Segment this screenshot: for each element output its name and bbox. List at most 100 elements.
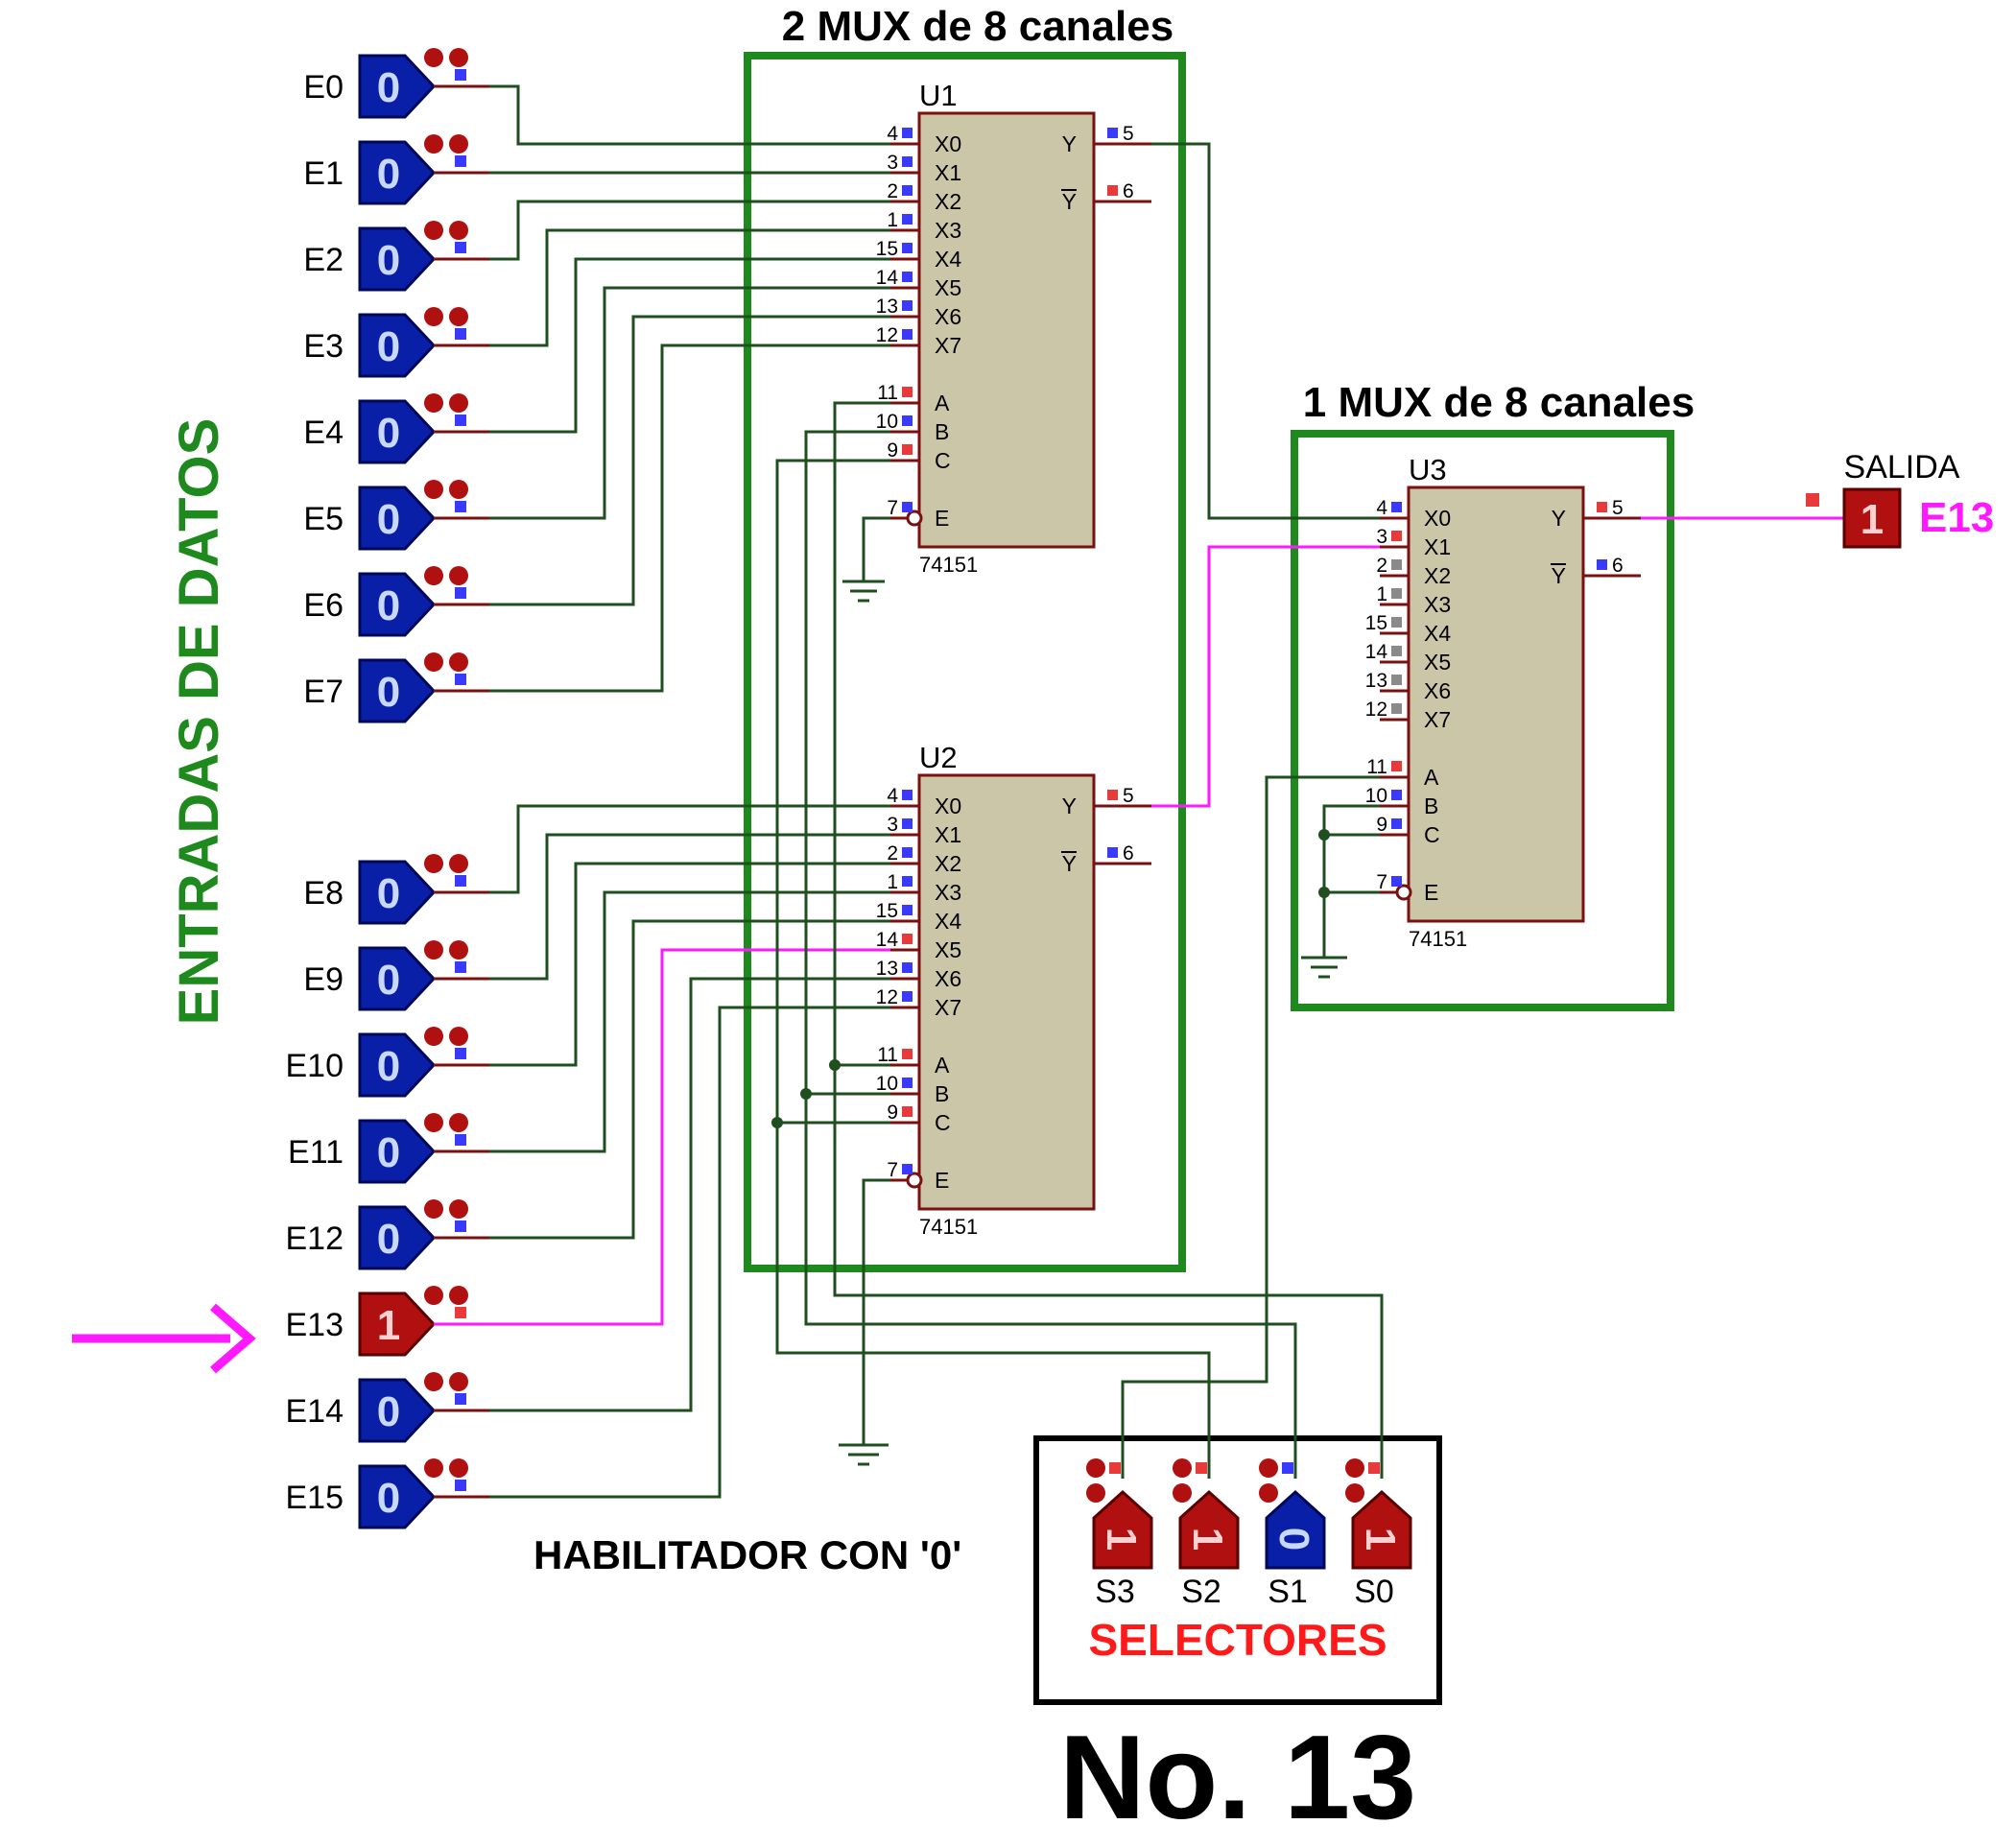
toggle-icon[interactable] xyxy=(424,940,443,960)
selector-label: S0 xyxy=(1354,1574,1394,1610)
logic-state-button[interactable] xyxy=(358,1291,437,1357)
toggle-icon[interactable] xyxy=(424,652,443,672)
toggle-icon[interactable] xyxy=(424,1113,443,1132)
logic-state-button[interactable] xyxy=(358,1378,437,1443)
logic-state-button[interactable] xyxy=(358,399,437,464)
logic-state-button[interactable] xyxy=(358,226,437,292)
toggle-icon[interactable] xyxy=(449,134,468,154)
pin-label: Y xyxy=(1552,506,1566,531)
toggle-icon[interactable] xyxy=(424,854,443,873)
toggle-icon[interactable] xyxy=(424,307,443,326)
toggle-icon[interactable] xyxy=(449,566,468,585)
logic-state-button[interactable] xyxy=(358,658,437,723)
mux-pair-title: 2 MUX de 8 canales xyxy=(782,3,1173,50)
pin-label: Y xyxy=(1062,794,1077,818)
toggle-icon[interactable] xyxy=(449,854,468,873)
ground-symbol-icon xyxy=(842,572,885,603)
toggle-icon[interactable] xyxy=(449,1027,468,1046)
toggle-icon[interactable] xyxy=(424,566,443,585)
logic-state-button[interactable] xyxy=(358,1464,437,1529)
pin-label: A xyxy=(935,1053,950,1078)
toggle-icon[interactable] xyxy=(449,221,468,240)
input-label: E6 xyxy=(303,587,344,624)
toggle-icon[interactable] xyxy=(449,1458,468,1478)
selectors-title: SELECTORES xyxy=(1089,1615,1387,1665)
toggle-icon[interactable] xyxy=(449,480,468,499)
toggle-icon[interactable] xyxy=(1259,1483,1278,1503)
logic-state-button[interactable] xyxy=(358,572,437,637)
toggle-icon[interactable] xyxy=(424,1458,443,1478)
toggle-icon[interactable] xyxy=(1345,1483,1364,1503)
logic-state-button[interactable] xyxy=(1092,1489,1153,1570)
toggle-icon[interactable] xyxy=(424,134,443,154)
wire-e15 xyxy=(437,1006,919,1499)
pin-label: E xyxy=(935,506,949,531)
pin-number: 5 xyxy=(1123,123,1134,145)
wire-e6 xyxy=(437,315,919,606)
toggle-icon[interactable] xyxy=(449,393,468,413)
toggle-icon[interactable] xyxy=(1086,1458,1105,1478)
toggle-icon[interactable] xyxy=(1173,1458,1192,1478)
toggle-icon[interactable] xyxy=(449,1286,468,1305)
logic-state-button[interactable] xyxy=(358,860,437,925)
logic-state-button[interactable] xyxy=(358,140,437,205)
logic-state-button[interactable] xyxy=(358,1032,437,1098)
logic-state-value: 0 xyxy=(377,1388,400,1435)
toggle-icon[interactable] xyxy=(449,1199,468,1219)
selector-s3[interactable]: 1S3 xyxy=(1086,1458,1153,1610)
logic-state-button[interactable] xyxy=(358,486,437,551)
toggle-icon[interactable] xyxy=(424,1372,443,1391)
inverting-bubble-icon xyxy=(906,509,923,527)
logic-state-button[interactable] xyxy=(358,1119,437,1184)
toggle-icon[interactable] xyxy=(424,1027,443,1046)
logic-state-button[interactable] xyxy=(358,313,437,378)
toggle-icon[interactable] xyxy=(1345,1458,1364,1478)
toggle-icon[interactable] xyxy=(449,1372,468,1391)
toggle-icon[interactable] xyxy=(424,48,443,67)
pin-label: X4 xyxy=(935,909,961,934)
toggle-icon[interactable] xyxy=(449,48,468,67)
toggle-icon[interactable] xyxy=(424,1286,443,1305)
toggle-icon[interactable] xyxy=(1086,1483,1105,1503)
selector-s0[interactable]: 1S0 xyxy=(1345,1458,1412,1610)
toggle-icon[interactable] xyxy=(449,307,468,326)
ground-symbol-icon xyxy=(839,1435,889,1466)
toggle-icon[interactable] xyxy=(1173,1483,1192,1503)
logic-state-button[interactable] xyxy=(358,1205,437,1270)
toggle-icon[interactable] xyxy=(424,1199,443,1219)
input-label: E0 xyxy=(303,69,344,106)
toggle-icon[interactable] xyxy=(1259,1458,1278,1478)
toggle-icon[interactable] xyxy=(449,1113,468,1132)
toggle-icon[interactable] xyxy=(449,652,468,672)
selector-s1[interactable]: 0S1 xyxy=(1259,1458,1326,1610)
logic-state-button[interactable] xyxy=(1351,1489,1412,1570)
pin-state-icon xyxy=(902,876,913,887)
logic-state-button[interactable] xyxy=(358,54,437,119)
selector-s2[interactable]: 1S2 xyxy=(1173,1458,1240,1610)
logic-state-button[interactable] xyxy=(1265,1489,1326,1570)
state-indicator-icon xyxy=(1196,1462,1207,1474)
toggle-icon[interactable] xyxy=(449,940,468,960)
logic-state-button[interactable] xyxy=(358,946,437,1011)
toggle-icon[interactable] xyxy=(424,480,443,499)
pin-state-icon xyxy=(1391,502,1402,512)
toggle-icon[interactable] xyxy=(424,221,443,240)
logic-state-button[interactable] xyxy=(1178,1489,1240,1570)
toggle-icon[interactable] xyxy=(424,393,443,413)
